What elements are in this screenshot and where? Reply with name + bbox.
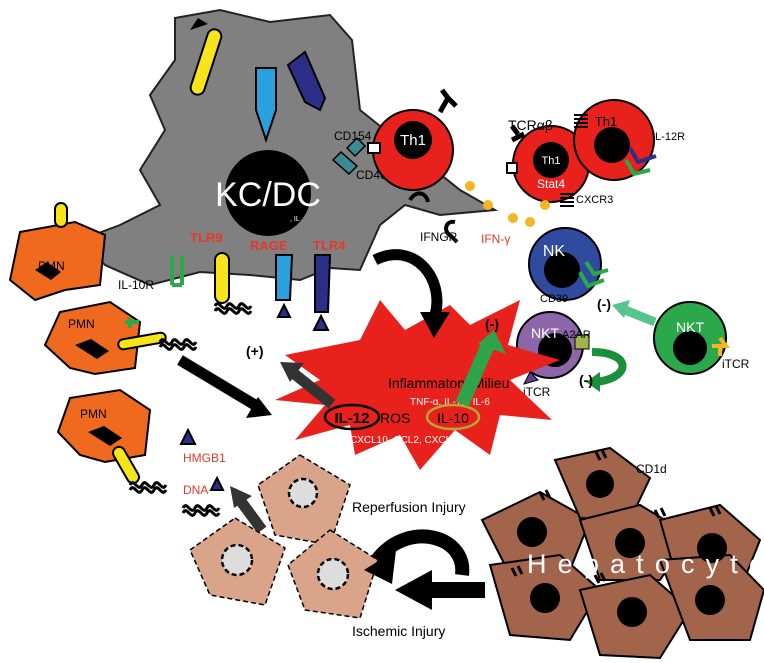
il10-up-arrowhead-icon (478, 330, 506, 354)
yellow-receptor-icon (189, 18, 223, 96)
il10-highlight (425, 403, 481, 431)
nkt-green-label: NKT (676, 319, 704, 335)
cxcr3-label: CXCR3 (576, 194, 613, 206)
th1-stat4-cell: Th1 Stat4 (506, 124, 590, 207)
milieu-title: Inflammatory Milieu (388, 375, 509, 391)
tlr4-receptor-icon (314, 254, 332, 313)
stat4-label: Stat4 (537, 177, 565, 191)
nk-label: NK (543, 243, 566, 260)
tcrab-label: TCRαβ (508, 117, 553, 133)
il12-highlight (323, 403, 381, 431)
kc-to-milieu-curved-arrow (372, 249, 443, 317)
ifngr-label: IFNGR (420, 230, 458, 244)
pmn-to-milieu-arrow (177, 355, 258, 410)
reperfusion-label: Reperfusion Injury (352, 499, 466, 515)
cd39-label: CD39 (540, 293, 568, 305)
hmgb1-triangle-rage-icon (276, 302, 292, 318)
rage-label: RAGE (250, 238, 288, 253)
nkt-purple-label: NKT (531, 325, 559, 341)
il12-up-arrow (288, 367, 336, 409)
kc-dc-nucleus (225, 150, 311, 236)
hmgb1-triangle-tlr4-icon (312, 313, 330, 331)
il12-label: IL-12 (334, 410, 369, 427)
th1-right-cell: Th1 (573, 99, 657, 181)
injured-hepatocyte-left (189, 517, 286, 606)
injured-hepatocyte-right (287, 529, 379, 619)
ifngr-receptor-lower-icon (444, 219, 459, 244)
cd154-label: CD154 (334, 129, 372, 143)
il10-label: IL-10 (437, 410, 469, 426)
nkt-self-arrowhead-icon (586, 372, 600, 392)
dna-label: DNA (183, 483, 208, 497)
plus-label: (+) (246, 343, 264, 359)
rage-receptor-icon (275, 254, 294, 301)
milieu-cytokines: TNF-α, IL-1β, IL-6 (410, 397, 490, 408)
nkt-green-cell: NKT (653, 301, 730, 375)
th1-inner-label: Th1 (542, 155, 561, 167)
th1-label: Th1 (400, 132, 426, 149)
tlr9-label: TLR9 (190, 230, 223, 245)
kc-to-milieu-arrowhead-icon (420, 312, 450, 338)
il10r-label: IL-10R (118, 278, 154, 292)
pmn-bottom-cell: PMN (56, 388, 168, 494)
ifn-gamma-label: IFN-γ (481, 232, 510, 246)
dna-triangle-icon (209, 475, 225, 491)
cd1d-markers (510, 449, 722, 584)
nkt-self-arrow (591, 348, 627, 386)
hmgb1-label: HMGB1 (183, 451, 226, 465)
pmn-top-label: PMN (38, 259, 65, 273)
il12r-label: IL-12R (652, 131, 685, 143)
pmn-top-cell: PMN (8, 202, 107, 302)
kc-dc-label: KC/DC (215, 176, 321, 214)
il12-up-arrowhead-icon (280, 362, 304, 382)
chemokines-label: CXCL10, CCL2, CXCL8 (350, 435, 457, 446)
minus-label-nkt: (-) (597, 296, 611, 312)
reperfusion-arrowhead-icon (364, 550, 396, 584)
a2ar-label: A2AR (562, 329, 591, 341)
itcr-right-label: iTCR (722, 357, 750, 371)
nkt-inhibition-arrowhead-icon (612, 300, 630, 318)
minus-label-il10: (-) (485, 316, 499, 332)
ros-label: ROS (380, 410, 410, 426)
tlr9-receptor-icon (213, 252, 253, 315)
nk-cell: NK (528, 227, 609, 301)
cd40-receptor-icon (331, 136, 367, 176)
navy-receptor-icon (286, 50, 327, 112)
pmn-bottom-label: PMN (80, 407, 107, 421)
pmn-middle-cell: PMN (43, 300, 198, 376)
blue-receptor-icon (255, 67, 277, 144)
dna-squiggle-icon (181, 504, 221, 517)
minus-label-self: (-) (579, 372, 593, 388)
tlr4-label: TLR4 (313, 238, 346, 253)
reperfusion-curved-arrow (371, 529, 470, 576)
cd1d-label: CD1d (636, 462, 667, 476)
kc-dc-small-label: , IL (290, 216, 300, 223)
ischemic-arrowhead-icon (395, 570, 432, 610)
itcr-left-label: iTCR (523, 385, 551, 399)
hepatocyte-nuclei (517, 470, 727, 627)
il10r-receptor-icon (170, 255, 184, 287)
ifngr-receptor-icon (408, 191, 430, 203)
th1-cell: Th1 (367, 88, 458, 191)
injured-hepatocyte-top (257, 454, 351, 546)
pmn-to-milieu-arrowhead-icon (246, 397, 272, 418)
pmn-middle-label: PMN (68, 317, 95, 331)
ischemic-label: Ischemic Injury (352, 623, 445, 639)
damp-release-arrowhead-icon (230, 486, 252, 508)
hmgb1-triangle-icon (179, 427, 197, 445)
il10-up-arrow (455, 342, 495, 407)
ifn-gamma-dots (465, 181, 550, 227)
th1-right-label: Th1 (595, 114, 617, 129)
damp-release-arrow (235, 496, 267, 534)
